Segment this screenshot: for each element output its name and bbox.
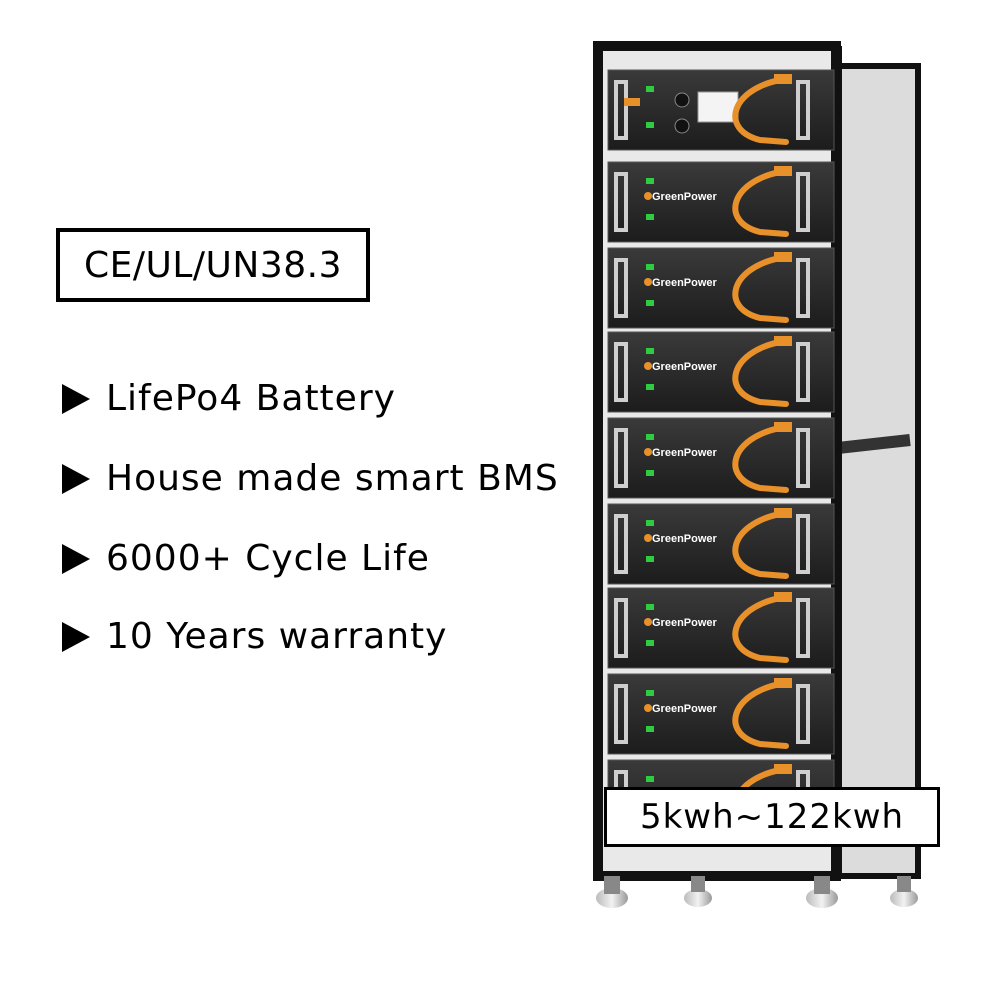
battery-module: GreenPower <box>607 673 835 755</box>
feature-item: House made smart BMS <box>62 458 559 499</box>
battery-module: GreenPower <box>607 247 835 329</box>
feature-label: House made smart BMS <box>106 458 559 499</box>
triangle-bullet-icon <box>62 621 90 652</box>
breaker-icon <box>697 91 739 123</box>
handle-icon <box>796 514 810 574</box>
battery-module: GreenPower <box>607 331 835 413</box>
handle-icon <box>796 428 810 488</box>
handle-icon <box>796 342 810 402</box>
handle-icon <box>614 342 628 402</box>
battery-module: GreenPower <box>607 587 835 669</box>
handle-icon <box>614 684 628 744</box>
handle-icon <box>796 684 810 744</box>
brand-logo: GreenPower <box>652 533 718 545</box>
handle-icon <box>796 258 810 318</box>
handle-icon <box>614 428 628 488</box>
power-cable <box>732 255 789 323</box>
brand-logo: GreenPower <box>652 277 718 289</box>
power-cable <box>732 595 789 663</box>
battery-module: GreenPower <box>607 503 835 585</box>
feature-label: 10 Years warranty <box>106 616 448 657</box>
battery-modules: GreenPowerGreenPowerGreenPowerGreenPower… <box>607 69 835 841</box>
feature-item: LifePo4 Battery <box>62 378 396 419</box>
brand-logo: GreenPower <box>652 361 718 373</box>
feature-label: 6000+ Cycle Life <box>106 538 430 579</box>
feature-label: LifePo4 Battery <box>106 378 396 419</box>
triangle-bullet-icon <box>62 543 90 574</box>
brand-logo: GreenPower <box>652 617 718 629</box>
brand-logo: GreenPower <box>652 703 718 715</box>
certification-badge: CE/UL/UN38.3 <box>56 228 370 302</box>
rack-side-panel <box>827 63 921 879</box>
rack-feet <box>596 876 918 908</box>
triangle-bullet-icon <box>62 463 90 494</box>
power-cable <box>732 511 789 579</box>
capacity-label: 5kwh~122kwh <box>604 787 940 847</box>
power-cable <box>732 339 789 407</box>
handle-icon <box>614 258 628 318</box>
feature-item: 6000+ Cycle Life <box>62 538 430 579</box>
power-cable <box>732 169 789 237</box>
handle-icon <box>614 598 628 658</box>
brand-logo: GreenPower <box>652 447 718 459</box>
feature-item: 10 Years warranty <box>62 616 447 657</box>
handle-icon <box>796 598 810 658</box>
control-module <box>607 69 835 151</box>
certification-text: CE/UL/UN38.3 <box>84 244 342 286</box>
brand-logo: GreenPower <box>652 191 718 203</box>
handle-icon <box>796 80 810 140</box>
handle-icon <box>614 514 628 574</box>
battery-module: GreenPower <box>607 161 835 243</box>
handle-icon <box>796 172 810 232</box>
battery-module: GreenPower <box>607 417 835 499</box>
handle-icon <box>614 80 628 140</box>
power-cable <box>732 77 789 145</box>
handle-icon <box>614 172 628 232</box>
capacity-text: 5kwh~122kwh <box>639 797 905 837</box>
power-cable <box>732 425 789 493</box>
triangle-bullet-icon <box>62 383 90 414</box>
power-cable <box>732 681 789 749</box>
